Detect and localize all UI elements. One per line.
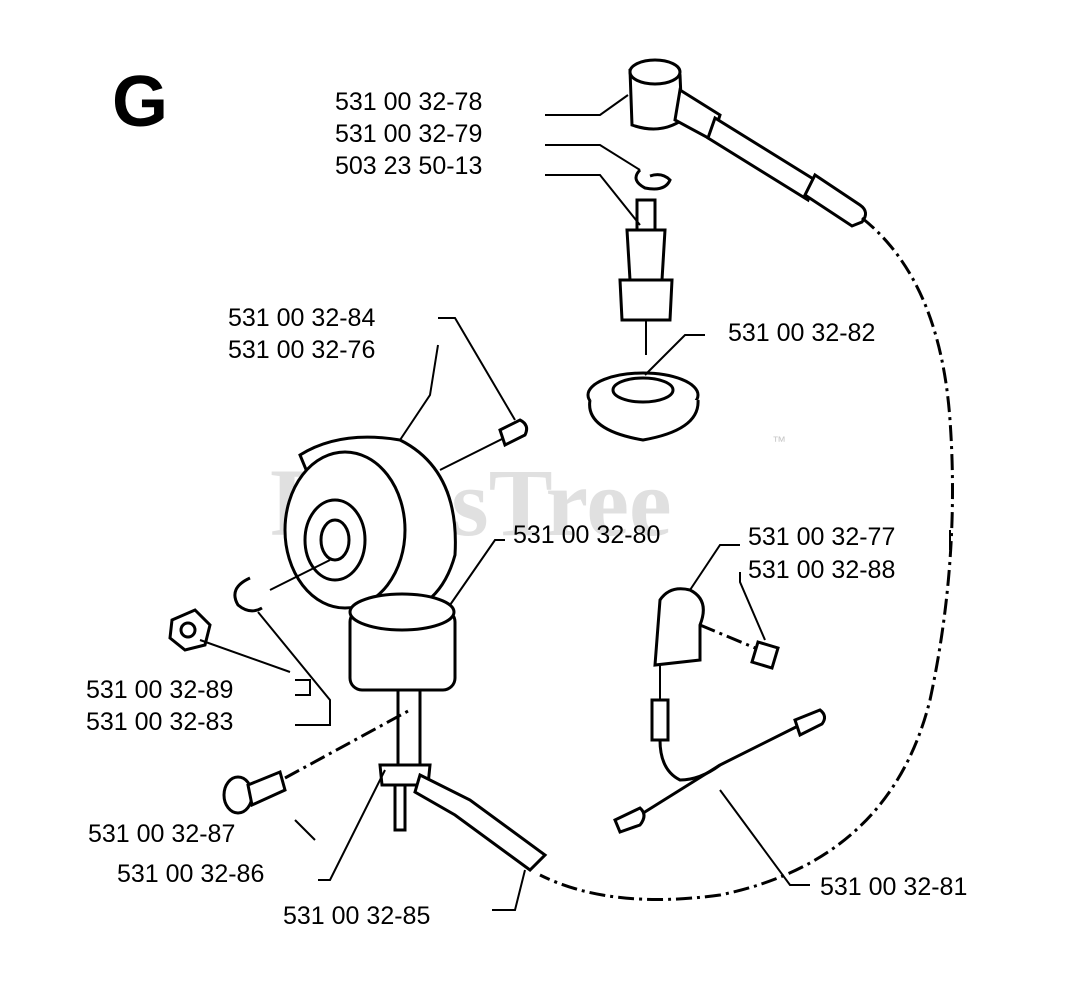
spring-clip: [634, 168, 672, 191]
ht-lead-wire: [539, 216, 954, 901]
spark-plug-boot: [628, 58, 722, 143]
screw: [222, 769, 287, 815]
screw-axis: [284, 708, 411, 780]
label-531-00-32-78: 531 00 32-78: [335, 88, 482, 116]
watermark-tm: ™: [772, 433, 786, 449]
label-531-00-32-89: 531 00 32-89: [86, 676, 233, 704]
label-531-00-32-86: 531 00 32-86: [117, 860, 264, 888]
section-letter: G: [112, 62, 168, 142]
label-531-00-32-81: 531 00 32-81: [820, 873, 967, 901]
short-circuit-cable-end-1: [793, 708, 827, 738]
ignition-terminal: [393, 785, 407, 832]
short-circuit-cable-end-2: [613, 806, 646, 834]
leader-lines: [199, 94, 951, 911]
label-531-00-32-79: 531 00 32-79: [335, 120, 482, 148]
label-531-00-32-82: 531 00 32-82: [728, 319, 875, 347]
stop-screw: [750, 640, 780, 670]
label-531-00-32-84: 531 00 32-84: [228, 304, 375, 332]
stop-screw-axis: [699, 623, 761, 652]
label-531-00-32-88: 531 00 32-88: [748, 556, 895, 584]
label-531-00-32-87: 531 00 32-87: [88, 820, 235, 848]
flywheel: [283, 435, 457, 617]
short-circuit-cable-2: [639, 763, 721, 817]
key-leader: [439, 434, 511, 471]
label-531-00-32-77: 531 00 32-77: [748, 523, 895, 551]
short-circuit-cable-connector: [650, 587, 705, 742]
short-circuit-cable: [658, 723, 801, 782]
ht-lead: [706, 115, 817, 203]
ignition-module: [348, 592, 457, 787]
label-531-00-32-76: 531 00 32-76: [228, 336, 375, 364]
label-531-00-32-85: 531 00 32-85: [283, 902, 430, 930]
retaining-ring: [233, 576, 263, 613]
spark-plug: [618, 198, 674, 355]
label-531-00-32-83: 531 00 32-83: [86, 708, 233, 736]
nut: [168, 608, 212, 652]
spark-plug-seat: [586, 371, 700, 442]
ht-lead-end: [803, 172, 867, 228]
woodruff-key: [498, 418, 529, 448]
label-503-23-50-13: 503 23 50-13: [335, 152, 482, 180]
flywheel-axis: [269, 559, 331, 591]
ignition-cable: [413, 772, 548, 872]
label-531-00-32-80: 531 00 32-80: [513, 521, 660, 549]
